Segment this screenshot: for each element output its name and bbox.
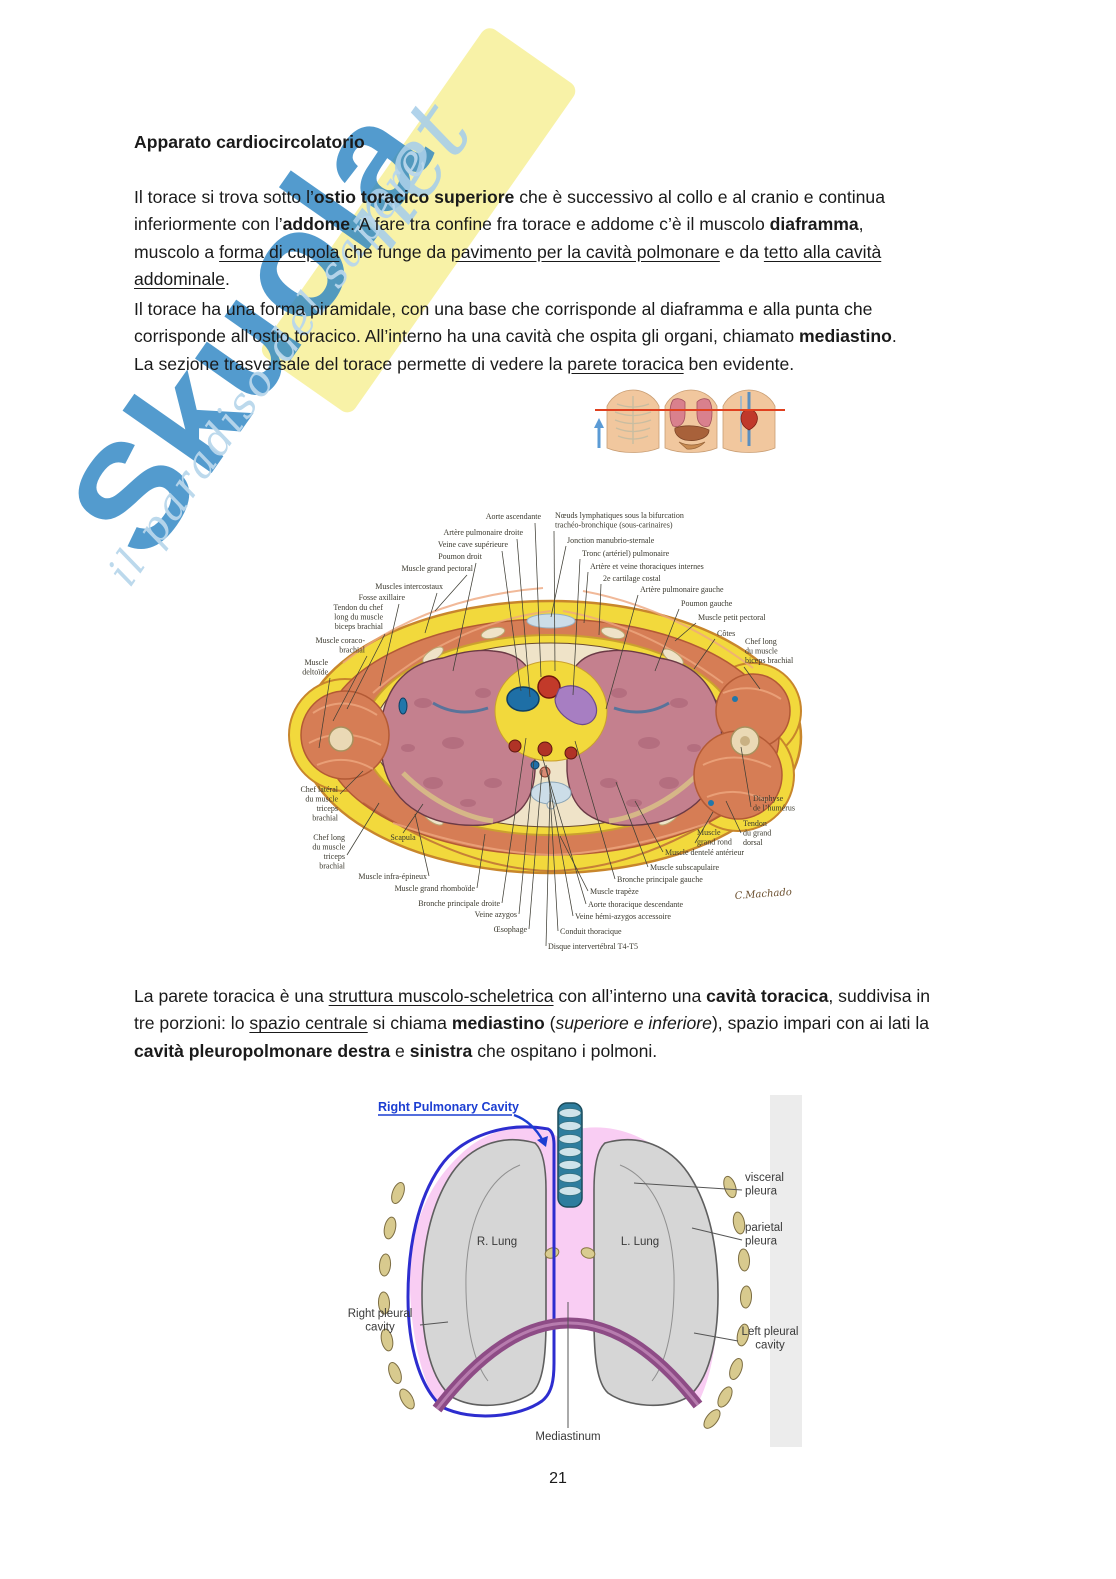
figure-label: Fosse axillaire <box>359 593 406 602</box>
figure-label: Veine cave supérieure <box>438 540 509 549</box>
figure-label: Mediastinum <box>535 1431 600 1443</box>
figure-label: R. Lung <box>477 1236 517 1248</box>
figure-label: Bronche principale droite <box>418 899 500 908</box>
figure-label: Bronche principale gauche <box>617 875 703 884</box>
right-pleural-cavity-outline <box>406 1125 556 1418</box>
humeral-head-bone <box>328 726 354 752</box>
figure-label: Conduit thoracique <box>560 927 622 936</box>
heading-arrow <box>513 1113 545 1142</box>
figure-torso-thumbnails <box>593 386 787 472</box>
figure-label: Muscle infra-épineux <box>358 872 427 881</box>
figure-label: Scapula <box>390 833 416 842</box>
right-arm-section <box>300 690 408 780</box>
page-title: Apparato cardiocircolatorio <box>134 132 365 152</box>
figure-label: Veine azygos <box>475 910 517 919</box>
ascending-aorta <box>537 675 561 699</box>
figure2-heading: Right Pulmonary Cavity <box>378 1100 519 1114</box>
figure-label: Tronc (artériel) pulmonaire <box>582 549 670 558</box>
figure-label: Veine hémi-azygos accessoire <box>575 912 671 921</box>
superior-vena-cava <box>506 686 540 712</box>
figure-label: Aorte ascendante <box>486 512 542 521</box>
figure-label: Artère pulmonaire gauche <box>640 585 724 594</box>
paragraph-2: Il torace ha una forma piramidale, con u… <box>134 299 897 374</box>
pulmonary-trunk <box>554 685 598 726</box>
figure-label: Artère pulmonaire droite <box>443 528 523 537</box>
figure-label: Jonction manubrio-sternale <box>567 536 655 545</box>
figure-label: L. Lung <box>621 1236 659 1248</box>
trachea <box>557 1102 583 1208</box>
figure-label: Muscle petit pectoral <box>698 613 766 622</box>
scan-gray-band <box>770 1095 802 1447</box>
figure-label: Muscles intercostaux <box>375 582 443 591</box>
mediastinum-structures <box>494 613 608 810</box>
figure-label: Muscle subscapulaire <box>650 863 720 872</box>
left-arm-section <box>693 673 791 820</box>
up-arrow-icon <box>594 418 604 448</box>
rib-ovals <box>377 1175 753 1429</box>
figure-label: Poumon gauche <box>681 599 733 608</box>
scapula-line-right <box>401 771 494 824</box>
figure-label: Muscle trapèze <box>590 887 639 896</box>
paragraph-3: La parete toracica è una struttura musco… <box>134 986 931 1061</box>
figure-label: Côtes <box>717 629 735 638</box>
heading-arrowhead <box>537 1136 548 1147</box>
figure-label: 2e cartilage costal <box>603 574 662 583</box>
figure-label: Œsophage <box>494 925 528 934</box>
figure-label: Disque intervertébral T4-T5 <box>548 942 638 951</box>
figure-label: Artère et veine thoraciques internes <box>590 562 704 571</box>
figure-label: Muscle grand pectoral <box>401 564 473 573</box>
figure-label: Muscle dentelé antérieur <box>665 848 744 857</box>
organs-torso-thumbnail <box>664 389 718 453</box>
illustrator-signature: C.Machado <box>734 887 792 902</box>
right-lung-section <box>379 649 536 826</box>
figure-label: Muscle coraco-brachial <box>315 636 365 655</box>
figure-label: Muscle grand rhomboïde <box>395 884 476 893</box>
heart-vessels-torso-thumbnail <box>722 389 776 453</box>
figure-label: Poumon droit <box>438 552 483 561</box>
figure-label: Aorte thoracique descendante <box>588 900 684 909</box>
page-number: 21 <box>549 1470 567 1487</box>
ribcage-torso-thumbnail <box>606 389 660 453</box>
scapula-line-left <box>608 771 701 824</box>
paragraph-1: Il torace si trova sotto l’ostio toracic… <box>134 187 885 290</box>
